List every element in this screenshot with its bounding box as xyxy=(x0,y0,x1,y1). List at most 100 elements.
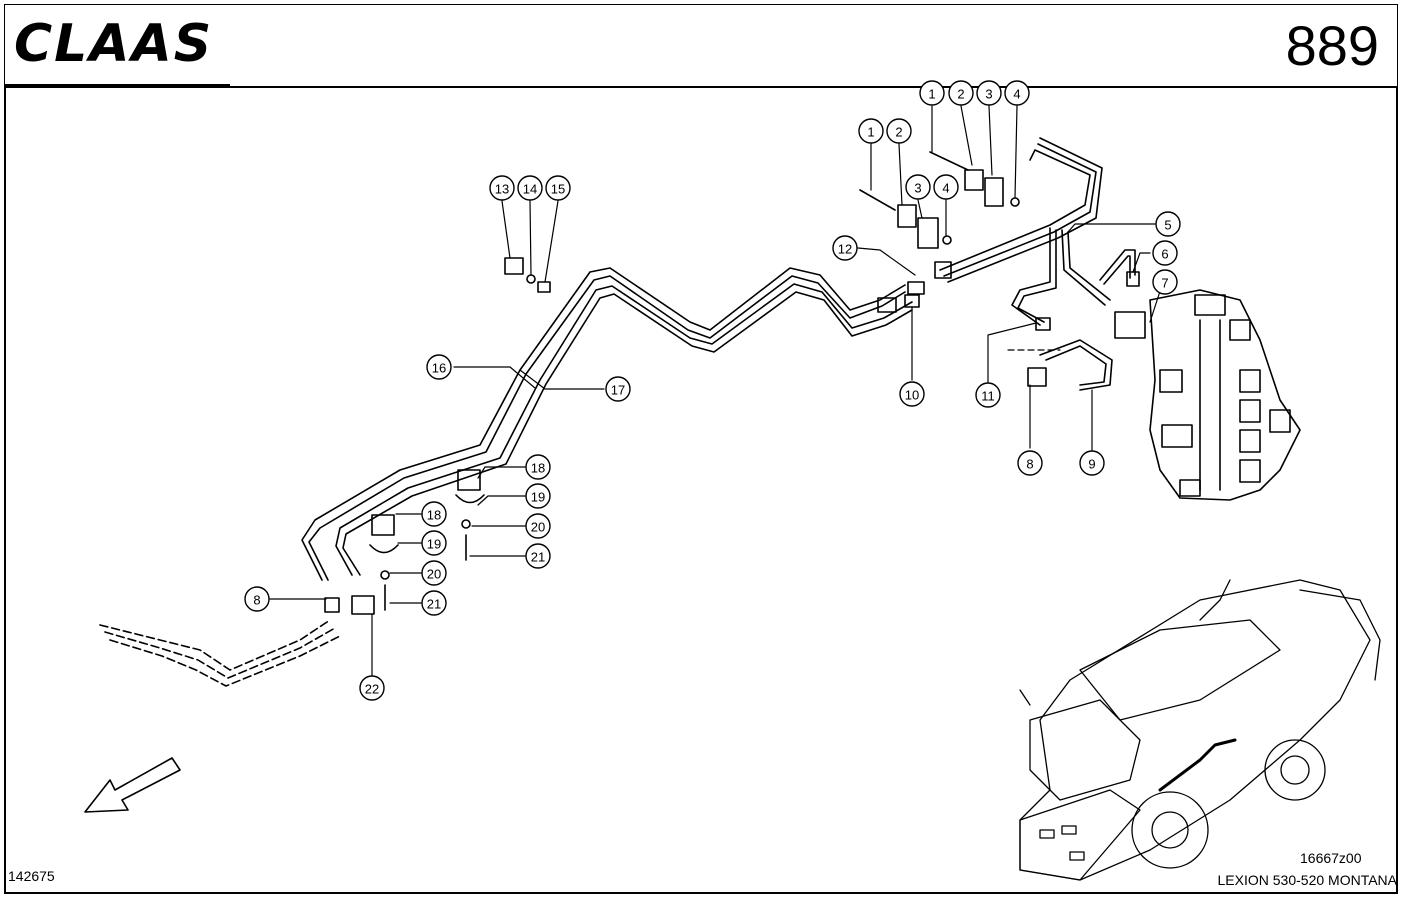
header-top-rule xyxy=(4,4,1398,5)
callout-label: 7 xyxy=(1161,276,1168,291)
callout-15: 15 xyxy=(545,175,571,201)
callout-label: 10 xyxy=(905,388,919,403)
callout-label: 19 xyxy=(531,490,545,505)
tee-fitting-22 xyxy=(351,595,375,615)
callout-label: 15 xyxy=(551,182,565,197)
callout-16: 16 xyxy=(426,354,452,380)
clamp-set-lower-right xyxy=(455,469,485,561)
callout-14: 14 xyxy=(517,175,543,201)
callout-label: 3 xyxy=(914,181,921,196)
callout-19: 19 xyxy=(421,530,447,556)
fitting-7 xyxy=(1114,311,1146,339)
callout-label: 20 xyxy=(531,520,545,535)
arrow-down-left-icon xyxy=(84,757,181,813)
fitting-8-right xyxy=(1027,367,1047,387)
callout-circle xyxy=(489,175,515,201)
callout-4: 4 xyxy=(933,174,959,200)
callout-3: 3 xyxy=(976,80,1002,106)
callout-label: 9 xyxy=(1088,457,1095,472)
callout-circle xyxy=(933,174,959,200)
callout-label: 2 xyxy=(895,125,902,140)
callout-label: 8 xyxy=(253,593,260,608)
callout-2: 2 xyxy=(948,80,974,106)
callout-circle xyxy=(832,235,858,261)
fitting-8-left xyxy=(324,597,340,613)
callout-circle xyxy=(1004,80,1030,106)
leader-lines xyxy=(269,105,1164,676)
page-number: 889 xyxy=(1285,14,1379,77)
header-left-rule xyxy=(4,4,5,86)
callout-label: 14 xyxy=(523,182,537,197)
fitting-13 xyxy=(504,257,524,275)
fitting-11 xyxy=(1035,317,1051,331)
callout-circle xyxy=(525,454,551,480)
callout-circle xyxy=(525,513,551,539)
callout-circle xyxy=(858,118,884,144)
callout-circle xyxy=(525,483,551,509)
callout-label: 2 xyxy=(957,87,964,102)
drawing-reference: 16667z00 xyxy=(1300,850,1362,866)
fitting-elbow-left xyxy=(877,297,897,313)
callout-circle xyxy=(545,175,571,201)
callout-circle xyxy=(976,80,1002,106)
callout-circle xyxy=(605,376,631,402)
hydraulic-line-17 xyxy=(335,283,913,576)
clamp-set-lower-left xyxy=(369,514,399,611)
hydraulic-line-16 xyxy=(301,267,906,581)
model-designation: LEXION 530-520 MONTANA xyxy=(1217,872,1397,888)
callout-19: 19 xyxy=(525,483,551,509)
callout-8: 8 xyxy=(244,586,270,612)
control-valve-block xyxy=(1149,289,1301,501)
document-number: 142675 xyxy=(8,868,55,884)
callout-4: 4 xyxy=(1004,80,1030,106)
callout-18: 18 xyxy=(525,454,551,480)
callout-label: 6 xyxy=(1161,247,1168,262)
callout-label: 3 xyxy=(985,87,992,102)
callout-circle xyxy=(899,381,925,407)
callout-circle xyxy=(421,590,447,616)
fitting-12 xyxy=(907,261,952,295)
callout-circle xyxy=(1155,211,1181,237)
callout-2: 2 xyxy=(886,118,912,144)
callout-18: 18 xyxy=(421,501,447,527)
callout-3: 3 xyxy=(905,174,931,200)
callout-1: 1 xyxy=(919,80,945,106)
callout-circle xyxy=(905,174,931,200)
callout-21: 21 xyxy=(421,590,447,616)
callout-circle xyxy=(886,118,912,144)
callout-label: 5 xyxy=(1164,218,1171,233)
callout-circle xyxy=(421,530,447,556)
callout-circle xyxy=(244,586,270,612)
callout-circle xyxy=(421,560,447,586)
callout-label: 19 xyxy=(427,537,441,552)
brand-logo: CLAAS xyxy=(14,14,214,74)
plug-15 xyxy=(537,281,551,293)
pipe-bundle-right xyxy=(939,137,1136,391)
callout-circle xyxy=(525,543,551,569)
callout-label: 1 xyxy=(928,87,935,102)
callout-10: 10 xyxy=(899,381,925,407)
callout-circle xyxy=(426,354,452,380)
callout-11: 11 xyxy=(975,382,1001,408)
callout-label: 16 xyxy=(432,361,446,376)
callout-20: 20 xyxy=(525,513,551,539)
callout-13: 13 xyxy=(489,175,515,201)
callout-label: 4 xyxy=(1013,87,1020,102)
clamp-set-upper-left xyxy=(859,189,939,249)
dashed-line-continuation xyxy=(99,619,341,687)
callout-21: 21 xyxy=(525,543,551,569)
callout-circle xyxy=(1152,269,1178,295)
callout-circle xyxy=(517,175,543,201)
callout-label: 4 xyxy=(942,181,949,196)
callout-label: 18 xyxy=(427,508,441,523)
callout-circle xyxy=(1079,450,1105,476)
callout-label: 1 xyxy=(867,125,874,140)
callout-12: 12 xyxy=(832,235,858,261)
callout-circle xyxy=(919,80,945,106)
callout-circle xyxy=(1152,240,1178,266)
combine-harvester-inset xyxy=(1019,579,1381,881)
callout-9: 9 xyxy=(1079,450,1105,476)
